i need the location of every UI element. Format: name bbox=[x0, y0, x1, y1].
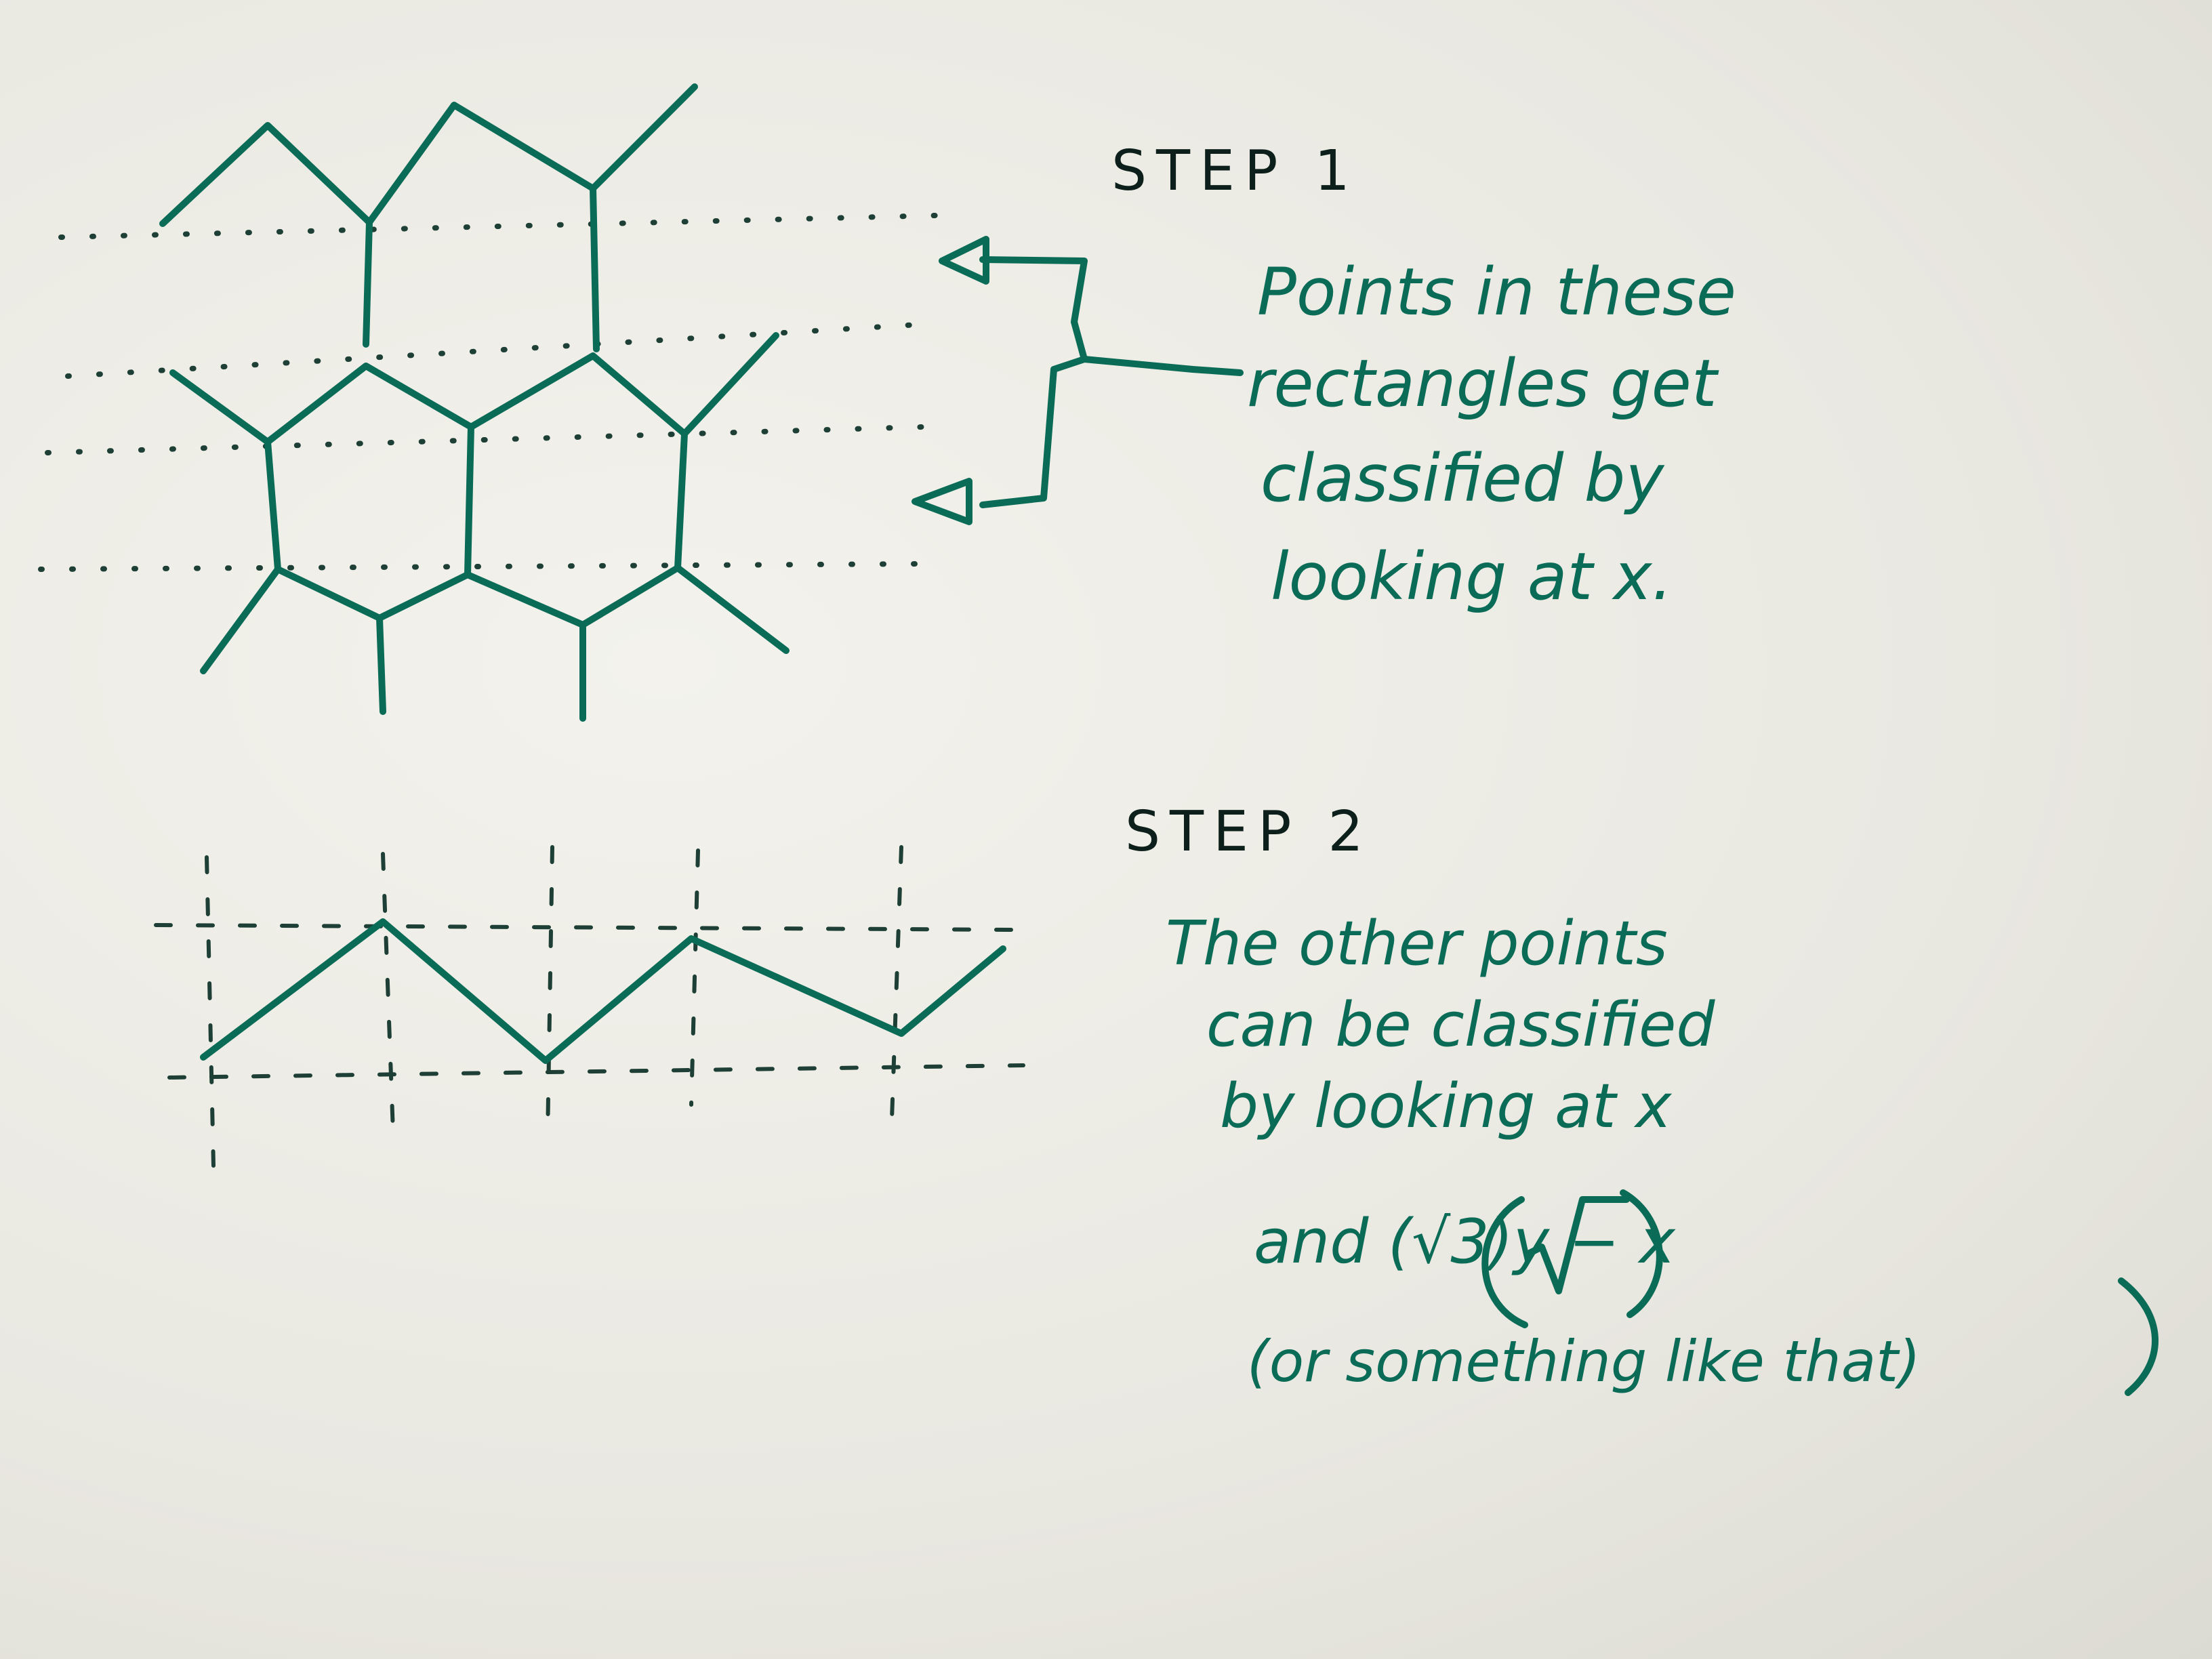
lattice-edge bbox=[590, 185, 600, 352]
bracket-line bbox=[979, 356, 1244, 508]
sqrt-sign bbox=[1525, 1196, 1630, 1294]
step2-grid bbox=[154, 845, 1025, 1168]
lattice-top-zigzag bbox=[159, 83, 698, 227]
bracket-line bbox=[979, 256, 1088, 363]
step2-note-line-3: by looking at x bbox=[1220, 1071, 1672, 1142]
lattice-edge bbox=[200, 566, 281, 674]
band-line-2 bbox=[65, 321, 931, 379]
closing-parenthesis bbox=[2118, 1277, 2159, 1396]
step1-note-line-1: Points in these bbox=[1257, 254, 1736, 330]
grid-line-horizontal bbox=[167, 1063, 1025, 1080]
grid-line-vertical bbox=[889, 845, 903, 1141]
step1-band-lines bbox=[38, 213, 938, 572]
grid-line-vertical bbox=[546, 845, 554, 1141]
grid-line-vertical bbox=[689, 848, 700, 1107]
hexagon-right bbox=[464, 352, 688, 628]
lattice-edge bbox=[681, 332, 779, 437]
step1-note-line-3: classified by bbox=[1261, 441, 1664, 516]
step1-note-line-4: looking at x. bbox=[1271, 539, 1673, 615]
step1-note-line-2: rectangles get bbox=[1247, 346, 1717, 422]
step2-note-line-4: and (√3)y − x bbox=[1254, 1206, 1675, 1277]
step1-heading: STEP 1 bbox=[1111, 139, 1359, 203]
grid-line-vertical bbox=[381, 852, 395, 1134]
step2-note-line-5: (or something like that) bbox=[1247, 1328, 1921, 1395]
step2-note-line-1: The other points bbox=[1166, 908, 1668, 979]
band-line-4 bbox=[38, 561, 924, 572]
grid-line-vertical bbox=[205, 855, 216, 1168]
grid-line-horizontal bbox=[154, 923, 1019, 932]
lattice-edge bbox=[169, 369, 271, 445]
left-parenthesis bbox=[1481, 1196, 1528, 1328]
right-parenthesis bbox=[1620, 1189, 1663, 1318]
lattice-edge bbox=[363, 219, 373, 348]
step2-zigzag bbox=[200, 918, 1006, 1064]
lattice-edge bbox=[674, 565, 790, 654]
band-line-3 bbox=[45, 424, 924, 455]
hexagon-lattice bbox=[159, 83, 790, 722]
band-line-1 bbox=[58, 213, 938, 240]
arrow-head-lower bbox=[912, 478, 972, 525]
formula-glyphs bbox=[1481, 1189, 2159, 1396]
hexagon-left bbox=[264, 363, 474, 621]
step2-heading: STEP 2 bbox=[1125, 800, 1373, 864]
step2-note-line-2: can be classified bbox=[1206, 989, 1715, 1061]
lattice-edge bbox=[376, 615, 386, 715]
arrow-head-upper bbox=[939, 236, 989, 285]
rectangle-pointer-arrows bbox=[912, 236, 1244, 525]
